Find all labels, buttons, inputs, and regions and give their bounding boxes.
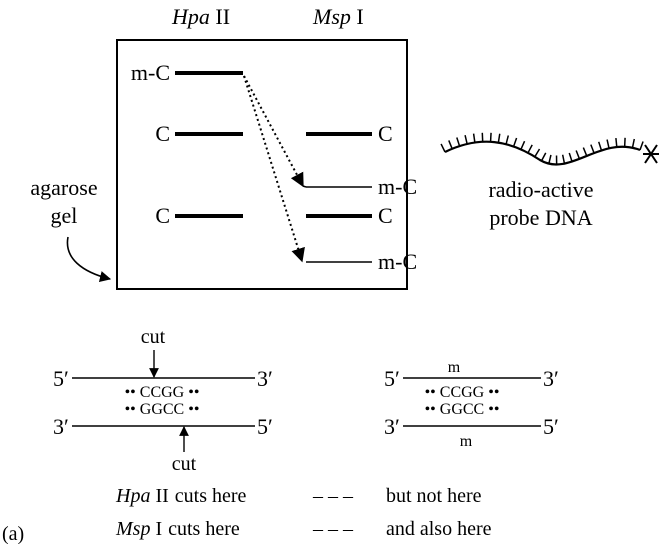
probe-tick: [540, 152, 547, 162]
statement-msp-right: and also here: [386, 518, 492, 540]
left-top-5prime: 5′: [53, 366, 69, 391]
left-bottom-3prime: 3′: [53, 414, 69, 439]
band-label-hpa-2: C: [155, 121, 170, 146]
right-bottom-seq: •• GGCC ••: [425, 401, 500, 418]
probe-tick: [548, 154, 552, 164]
probe-tick: [606, 139, 610, 149]
probe-tick: [448, 140, 453, 150]
dashes-msp: – – –: [312, 518, 354, 540]
probe-tick: [561, 154, 566, 164]
left-bottom-seq: •• GGCC ••: [125, 401, 200, 418]
header-hpa: Hpa II: [171, 4, 230, 29]
agarose-label-1: agarose: [30, 175, 97, 200]
probe-tick: [527, 144, 533, 154]
probe-tick: [472, 133, 476, 143]
probe-tick: [534, 148, 541, 158]
agarose-gel-box: [116, 39, 408, 290]
probe-tick: [440, 143, 446, 153]
probe-tick: [505, 135, 510, 145]
right-bottom-m: m: [460, 433, 473, 450]
right-bottom-3prime: 3′: [384, 414, 400, 439]
cut-label-bottom: cut: [172, 453, 197, 475]
panel-label: (a): [2, 523, 24, 544]
probe-dna-icon: [440, 132, 659, 166]
agarose-arrow: [66, 236, 112, 282]
band-label-hpa-1: m-C: [131, 60, 170, 85]
band-label-msp-4: m-C: [378, 249, 417, 274]
band-label-hpa-3: C: [155, 203, 170, 228]
right-top-seq: •• CCGG ••: [425, 384, 500, 401]
left-bottom-5prime: 5′: [257, 414, 273, 439]
left-top-3prime: 3′: [257, 366, 273, 391]
band-label-msp-1: C: [378, 121, 393, 146]
band-label-msp-3: C: [378, 203, 393, 228]
right-bottom-5prime: 5′: [543, 414, 559, 439]
right-top-3prime: 3′: [543, 366, 559, 391]
probe-label-1: radio-active: [488, 177, 593, 202]
band-label-msp-2: m-C: [378, 174, 417, 199]
cut-label-top: cut: [141, 326, 166, 348]
probe-tick: [631, 138, 636, 148]
probe-tick: [497, 133, 501, 143]
probe-tick: [590, 144, 595, 154]
header-msp: Msp I: [312, 4, 364, 29]
probe-tick: [598, 141, 603, 151]
probe-tick: [639, 141, 644, 151]
right-top-5prime: 5′: [384, 366, 400, 391]
probe-tick: [512, 137, 518, 147]
right-top-m: m: [448, 359, 461, 376]
probe-tick: [568, 152, 573, 162]
probe-tick: [520, 140, 526, 150]
probe-tick: [615, 138, 618, 148]
dotted-arrow-2: [243, 75, 305, 263]
left-top-seq: •• CCGG ••: [125, 384, 200, 401]
statement-hpa-right: but not here: [386, 485, 482, 507]
probe-tick: [456, 137, 461, 147]
probe-tick: [575, 150, 581, 160]
dashes-hpa: – – –: [312, 485, 354, 507]
probe-label-2: probe DNA: [489, 205, 592, 230]
probe-tick: [464, 135, 468, 145]
probe-tick: [582, 147, 588, 157]
agarose-label-2: gel: [51, 203, 78, 228]
dotted-arrow-1: [243, 75, 304, 188]
